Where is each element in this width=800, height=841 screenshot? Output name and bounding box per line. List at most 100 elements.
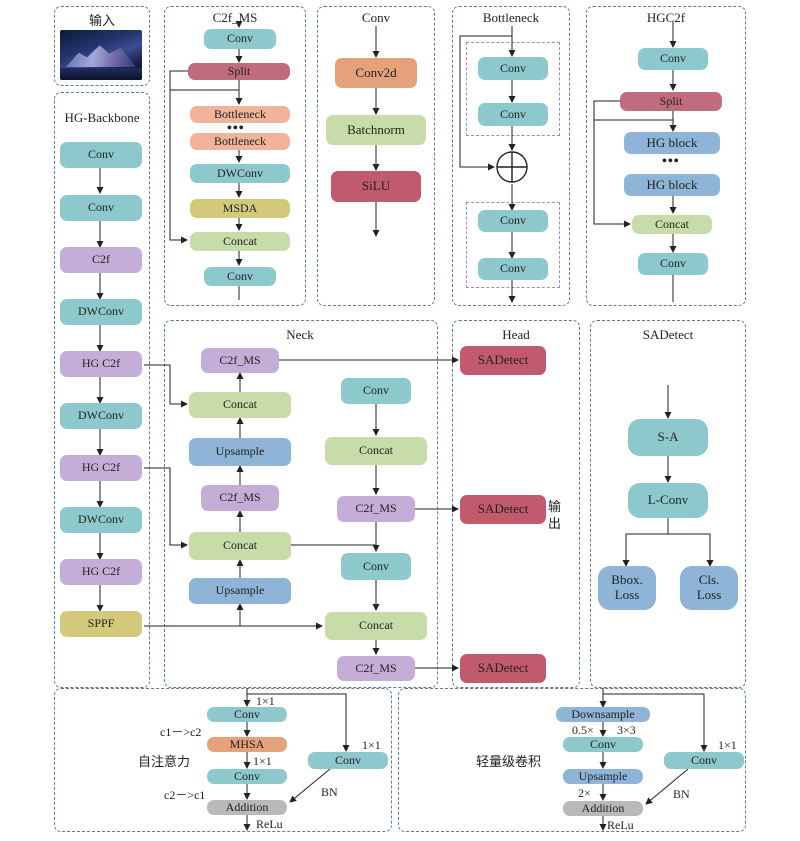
head-panel — [452, 320, 580, 688]
attention-side-label: 自注意力 — [138, 754, 191, 769]
conv-title: Conv — [361, 10, 391, 25]
light-conv-side-label: 轻量级卷积 — [476, 754, 542, 769]
neck-c2f-ms-right-2: C2f_MS — [337, 656, 415, 681]
light-conv-label-relu: ReLu — [607, 818, 634, 832]
head-sadetect-2: SADetect — [460, 495, 546, 524]
backbone-dwconv-2: DWConv — [60, 403, 142, 429]
light-conv-label-bn: BN — [673, 787, 690, 801]
conv-conv2d: Conv2d — [335, 58, 417, 88]
backbone-panel — [54, 92, 150, 688]
c2f-ms-panel — [164, 6, 306, 306]
bottleneck-title: Bottleneck — [482, 10, 540, 25]
neck-concat-right-2: Concat — [325, 612, 427, 640]
attention-mhsa: MHSA — [207, 737, 287, 752]
neck-panel — [164, 320, 438, 688]
head-title: Head — [502, 327, 530, 342]
conv-silu: SiLU — [331, 171, 421, 202]
backbone-sppf: SPPF — [60, 611, 142, 637]
attention-label-c2-c1: c2－>c1 — [164, 788, 206, 802]
bottleneck-conv-3: Conv — [478, 210, 548, 232]
c2f-ms-bottleneck-2: Bottleneck — [190, 133, 290, 150]
neck-conv-right-2: Conv — [341, 553, 411, 580]
light-conv-conv-shortcut: Conv — [664, 752, 744, 769]
input-panel — [54, 6, 150, 86]
sadetect-l-conv: L-Conv — [628, 483, 708, 518]
attention-label-1x1-a: 1×1 — [256, 694, 275, 708]
light-conv-label-05x: 0.5× — [572, 723, 594, 737]
light-conv-label-2x: 2× — [578, 786, 591, 800]
hgc2f-title: HGC2f — [646, 10, 686, 25]
backbone-hgc2f-2: HG C2f — [60, 455, 142, 481]
light-conv-label-3x3: 3×3 — [617, 723, 636, 737]
neck-conv-right-1: Conv — [341, 378, 411, 404]
light-conv-label-1x1: 1×1 — [718, 738, 737, 752]
neck-c2f-ms-left-2: C2f_MS — [201, 485, 279, 511]
backbone-conv-1: Conv — [60, 142, 142, 168]
backbone-c2f: C2f — [60, 247, 142, 273]
sadetect-panel — [590, 320, 746, 688]
hgc2f-conv-out: Conv — [638, 253, 708, 275]
c2f-ms-split: Split — [188, 63, 290, 80]
attention-conv-2: Conv — [207, 769, 287, 784]
attention-label-relu: ReLu — [256, 817, 283, 831]
c2f-ms-dots: ••• — [227, 121, 245, 136]
hgc2f-panel — [586, 6, 746, 306]
c2f-ms-msda: MSDA — [190, 199, 290, 218]
light-conv-conv: Conv — [563, 737, 643, 752]
attention-conv-shortcut: Conv — [308, 752, 388, 769]
bottleneck-group-bottom — [466, 202, 560, 288]
light-conv-panel — [398, 688, 746, 832]
attention-panel — [54, 688, 392, 832]
light-conv-downsample: Downsample — [556, 707, 650, 722]
neck-title: Neck — [286, 327, 314, 342]
attention-addition: Addition — [207, 800, 287, 815]
c2f-ms-dwconv: DWConv — [190, 164, 290, 183]
neck-c2f-ms-right-1: C2f_MS — [337, 496, 415, 522]
input-image — [60, 30, 142, 80]
backbone-dwconv-3: DWConv — [60, 507, 142, 533]
hgc2f-concat: Concat — [632, 215, 712, 234]
c2f-ms-conv-out: Conv — [204, 267, 276, 286]
c2f-ms-bottleneck-1: Bottleneck — [190, 106, 290, 123]
sadetect-s-a: S-A — [628, 419, 708, 456]
light-conv-upsample: Upsample — [563, 769, 643, 784]
attention-label-1x1-c: 1×1 — [362, 738, 381, 752]
head-output-label: 输 出 — [548, 499, 562, 531]
c2f-ms-concat: Concat — [190, 232, 290, 251]
c2f-ms-conv-in: Conv — [204, 29, 276, 49]
bottleneck-conv-2: Conv — [478, 103, 548, 126]
head-sadetect-1: SADetect — [460, 346, 546, 375]
input-title: 输入 — [88, 13, 115, 28]
attention-conv-1: Conv — [207, 707, 287, 722]
light-conv-addition: Addition — [563, 801, 643, 816]
hgc2f-hg-block-1: HG block — [624, 132, 720, 154]
bottleneck-conv-1: Conv — [478, 57, 548, 80]
hgc2f-dots: ••• — [662, 154, 680, 169]
sadetect-cls-loss: Cls. Loss — [680, 566, 738, 610]
hgc2f-split: Split — [620, 92, 722, 111]
neck-upsample-1: Upsample — [189, 438, 291, 466]
backbone-hgc2f-3: HG C2f — [60, 559, 142, 585]
neck-upsample-2: Upsample — [189, 578, 291, 604]
backbone-conv-2: Conv — [60, 195, 142, 221]
hgc2f-conv-in: Conv — [638, 48, 708, 70]
neck-concat-left-2: Concat — [189, 532, 291, 560]
attention-label-c1-c2: c1－>c2 — [160, 725, 202, 739]
neck-concat-right-1: Concat — [325, 437, 427, 465]
backbone-dwconv-1: DWConv — [60, 299, 142, 325]
conv-panel — [317, 6, 435, 306]
c2f-ms-title: C2f_MS — [212, 10, 258, 25]
neck-concat-left-1: Concat — [189, 392, 291, 418]
conv-batchnorm: Batchnorm — [326, 115, 426, 145]
bottleneck-conv-4: Conv — [478, 258, 548, 280]
sadetect-bbox-loss: Bbox. Loss — [598, 566, 656, 610]
attention-label-bn: BN — [321, 785, 338, 799]
backbone-title: HG-Backbone — [64, 110, 140, 125]
backbone-hgc2f-1: HG C2f — [60, 351, 142, 377]
head-sadetect-3: SADetect — [460, 654, 546, 683]
neck-c2f-ms-left-1: C2f_MS — [201, 348, 279, 373]
bottleneck-panel — [452, 6, 570, 306]
attention-label-1x1-b: 1×1 — [253, 754, 272, 768]
sadetect-title: SADetect — [642, 327, 694, 342]
